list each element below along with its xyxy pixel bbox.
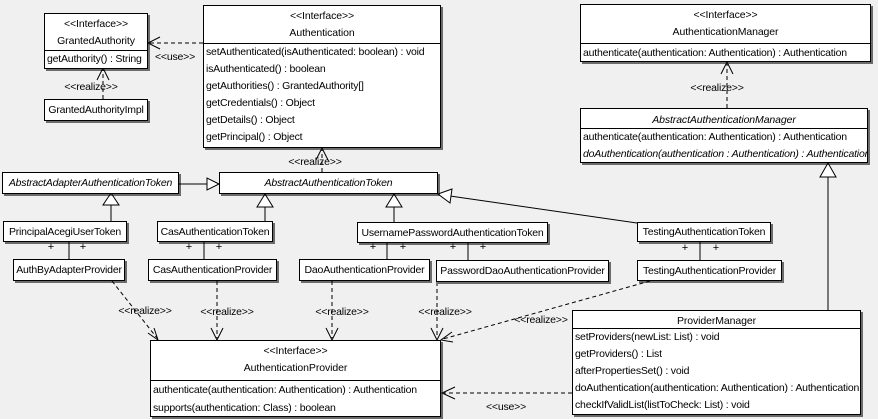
arrowhead-realize-grantedauthority xyxy=(96,66,110,81)
triangle-adapter-token xyxy=(206,177,221,191)
realize-label: <<realize>> xyxy=(200,306,254,318)
realize-label: <<realize>> xyxy=(64,81,118,93)
arrowhead-realize-4 xyxy=(430,327,444,342)
class-name: AuthenticationManager xyxy=(672,26,779,38)
association-plus: + xyxy=(449,241,457,253)
arrowhead-realize-3 xyxy=(325,327,339,342)
member: getAuthorities() : GrantedAuthority[] xyxy=(206,80,364,92)
association-plus: + xyxy=(399,241,407,253)
triangle-providermanager xyxy=(819,161,837,178)
class-abstract-adapter-authentication-token[interactable]: AbstractAdapterAuthenticationToken xyxy=(2,172,179,194)
arrowhead-use-grantedauthority xyxy=(146,36,161,50)
member: checkIfValidList(listToCheck: List) : vo… xyxy=(575,399,750,411)
association-plus: + xyxy=(712,242,720,254)
realize-label: <<realize>> xyxy=(118,305,172,317)
class-header: <<Interface>> AuthenticationProvider xyxy=(151,341,440,381)
member: authenticate(authentication: Authenticat… xyxy=(583,131,847,143)
realize-label: <<realize>> xyxy=(288,156,342,168)
member: afterPropertiesSet() : void xyxy=(575,365,690,377)
class-name: ProviderManager xyxy=(676,315,757,327)
member: getCredentials() : Object xyxy=(206,97,315,109)
class-authentication-provider[interactable]: <<Interface>> AuthenticationProvider aut… xyxy=(150,340,441,417)
triangle-cas xyxy=(256,193,274,208)
class-testing-authentication-token[interactable]: TestingAuthenticationToken xyxy=(637,222,771,242)
member: doAuthentication(authentication : Authen… xyxy=(583,148,867,160)
class-header: <<Interface>> Authentication xyxy=(204,6,440,44)
class-abstract-authentication-token[interactable]: AbstractAuthenticationToken xyxy=(219,172,438,194)
triangle-testing xyxy=(436,188,453,204)
arrowhead-realize-5 xyxy=(439,331,454,343)
class-password-dao-authentication-provider[interactable]: PasswordDaoAuthenticationProvider xyxy=(436,260,609,282)
member: getPrincipal() : Object xyxy=(206,131,303,143)
association-plus: + xyxy=(215,241,223,253)
class-name: AuthByAdapterProvider xyxy=(16,264,122,276)
association-plus: + xyxy=(479,241,487,253)
association-plus: + xyxy=(369,241,377,253)
class-provider-manager[interactable]: ProviderManager setProviders(newList: Li… xyxy=(572,310,861,415)
arrowhead-realize-1 xyxy=(147,327,159,342)
association-plus: + xyxy=(79,241,87,253)
class-name: Authentication xyxy=(289,27,355,39)
triangle-principal xyxy=(102,192,120,206)
stereotype: <<Interface>> xyxy=(289,10,355,22)
stereotype: <<Interface>> xyxy=(263,345,328,357)
member: isAuthenticated() : boolean xyxy=(206,63,326,75)
association-plus: + xyxy=(681,242,689,254)
class-dao-authentication-provider[interactable]: DaoAuthenticationProvider xyxy=(299,259,430,281)
association-plus: + xyxy=(47,241,55,253)
realize-label: <<realize>> xyxy=(418,306,472,318)
class-granted-authority[interactable]: <<Interface>> GrantedAuthority getAuthor… xyxy=(44,13,148,69)
class-name: CasAuthenticationProvider xyxy=(152,264,273,276)
class-header: <<Interface>> AuthenticationManager xyxy=(581,5,870,44)
member: getProviders() : List xyxy=(575,348,662,360)
class-header: <<Interface>> GrantedAuthority xyxy=(45,14,147,51)
member: setAuthenticated(isAuthenticated: boolea… xyxy=(206,46,425,58)
class-name: GrantedAuthority xyxy=(57,35,135,47)
class-name: TestingAuthenticationToken xyxy=(642,226,766,238)
realize-label: <<realize>> xyxy=(514,314,568,326)
class-authentication-manager[interactable]: <<Interface>> AuthenticationManager auth… xyxy=(580,4,871,62)
class-name: PrincipalAcegiUserToken xyxy=(8,225,122,238)
member: doAuthentication(authentication: Authent… xyxy=(575,382,860,394)
class-name: AbstractAdapterAuthenticationToken xyxy=(8,177,173,189)
class-name: AbstractAuthenticationToken xyxy=(264,177,393,189)
class-header: ProviderManager xyxy=(573,311,860,329)
arrowhead-use-providermanager xyxy=(440,386,456,400)
member: getDetails() : Object xyxy=(206,114,295,126)
member: authenticate(authentication: Authenticat… xyxy=(153,384,417,396)
class-name: AbstractAuthenticationManager xyxy=(652,114,796,126)
stereotype: <<Interface>> xyxy=(63,18,129,30)
arrowhead-realize-2 xyxy=(210,327,224,342)
use-label: <<use>> xyxy=(485,401,527,413)
realize-label: <<realize>> xyxy=(690,82,744,94)
class-name: CasAuthenticationToken xyxy=(160,225,270,238)
class-principal-acegi-user-token[interactable]: PrincipalAcegiUserToken xyxy=(3,221,127,242)
arrowhead-realize-authenticationmanager xyxy=(720,60,734,75)
stereotype: <<Interface>> xyxy=(693,9,758,21)
member: authenticate(authentication: Authenticat… xyxy=(583,47,847,59)
class-authentication[interactable]: <<Interface>> Authentication setAuthenti… xyxy=(203,5,441,148)
class-header: AbstractAuthenticationManager xyxy=(581,109,867,129)
class-granted-authority-impl[interactable]: GrantedAuthorityImpl xyxy=(44,99,148,121)
class-name: AuthenticationProvider xyxy=(243,362,348,374)
class-username-password-authentication-token[interactable]: UsernamePasswordAuthenticationToken xyxy=(357,222,548,243)
class-testing-authentication-provider[interactable]: TestingAuthenticationProvider xyxy=(637,260,782,281)
association-plus: + xyxy=(185,241,193,253)
generalization-line-testing-to-abstract-token xyxy=(449,195,638,224)
class-name: DaoAuthenticationProvider xyxy=(304,264,425,276)
class-name: PasswordDaoAuthenticationProvider xyxy=(440,265,605,277)
class-cas-authentication-token[interactable]: CasAuthenticationToken xyxy=(157,221,273,242)
class-name: UsernamePasswordAuthenticationToken xyxy=(361,226,544,239)
class-auth-by-adapter-provider[interactable]: AuthByAdapterProvider xyxy=(13,259,125,281)
member: setProviders(newList: List) : void xyxy=(575,331,720,343)
member: supports(authentication: Class) : boolea… xyxy=(153,402,336,414)
use-label: <<use>> xyxy=(154,51,196,63)
class-abstract-authentication-manager[interactable]: AbstractAuthenticationManager authentica… xyxy=(580,108,868,163)
class-cas-authentication-provider[interactable]: CasAuthenticationProvider xyxy=(148,259,277,281)
triangle-usernamepassword xyxy=(385,193,403,208)
member: getAuthority() : String xyxy=(47,53,142,65)
class-name: GrantedAuthorityImpl xyxy=(48,104,144,116)
class-name: TestingAuthenticationProvider xyxy=(642,264,777,277)
realize-label: <<realize>> xyxy=(315,306,369,318)
